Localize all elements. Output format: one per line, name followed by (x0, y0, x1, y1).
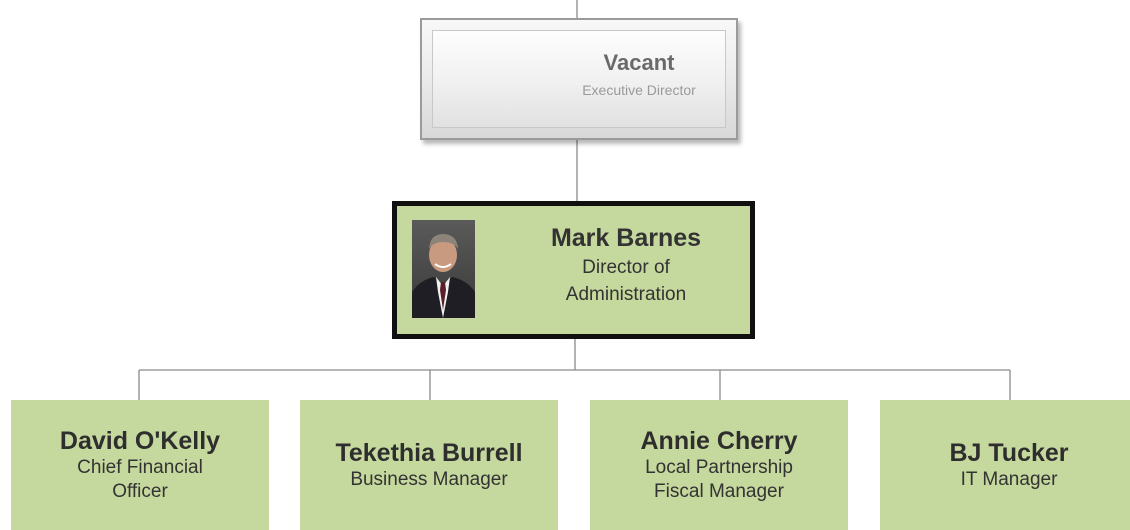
node-report-chief-financial-officer: David O'Kelly Chief Financial Officer (11, 400, 269, 530)
node-report-title-line1: Business Manager (350, 469, 508, 490)
node-report-title-line2: Officer (112, 481, 168, 502)
node-report-title-line2: Fiscal Manager (654, 481, 784, 502)
node-report-name: Annie Cherry (640, 427, 798, 455)
node-report-title-line1: Chief Financial (77, 457, 203, 478)
node-executive-director-text: Vacant Executive Director (542, 50, 736, 98)
node-report-text: Tekethia Burrell Business Manager (308, 438, 550, 492)
node-director-title-line1: Director of (582, 257, 670, 278)
node-director-title-line2: Administration (565, 284, 687, 305)
node-report-it-manager: BJ Tucker IT Manager (880, 400, 1130, 530)
node-report-text: Annie Cherry Local Partnership Fiscal Ma… (598, 426, 840, 504)
node-executive-director-inner (432, 30, 726, 128)
node-report-name: BJ Tucker (949, 439, 1069, 467)
node-report-name: Tekethia Burrell (335, 439, 523, 467)
person-photo (412, 220, 475, 318)
node-report-name: David O'Kelly (59, 427, 221, 455)
node-director-of-administration: Mark Barnes Director of Administration (392, 201, 755, 339)
person-photo-icon (412, 220, 475, 318)
node-report-text: David O'Kelly Chief Financial Officer (19, 426, 261, 504)
node-director-name: Mark Barnes (550, 224, 702, 252)
node-executive-director: Vacant Executive Director (420, 18, 738, 140)
node-director-text: Mark Barnes Director of Administration (522, 224, 730, 307)
node-executive-director-title: Executive Director (582, 82, 696, 98)
node-report-business-manager: Tekethia Burrell Business Manager (300, 400, 558, 530)
node-report-title-line1: Local Partnership (645, 457, 793, 478)
node-executive-director-name: Vacant (603, 50, 675, 75)
node-report-text: BJ Tucker IT Manager (888, 438, 1130, 492)
node-report-fiscal-manager: Annie Cherry Local Partnership Fiscal Ma… (590, 400, 848, 530)
node-report-title-line1: IT Manager (960, 469, 1058, 490)
